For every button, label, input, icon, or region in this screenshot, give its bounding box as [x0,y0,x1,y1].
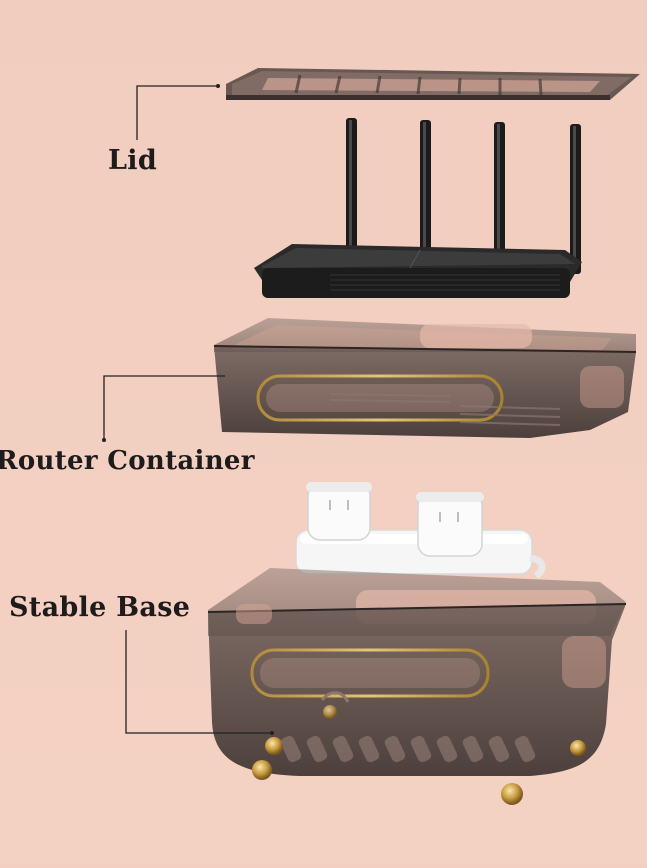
stable-base-part [207,568,627,805]
router-container-label: Router Container [0,446,255,476]
router-container-pointer-line [103,375,225,440]
router-container-part [213,318,637,438]
lid-part [226,68,640,100]
lid-pointer-line [136,85,218,140]
lid-pointer-dot [216,84,220,88]
stable-base-pointer-line [125,630,272,734]
lid-label: Lid [108,145,158,176]
router [254,118,582,298]
power-strip [295,482,546,579]
router-container-pointer-dot [102,438,106,442]
stable-base-label: Stable Base [9,592,191,623]
stable-base-pointer-dot [270,731,274,735]
